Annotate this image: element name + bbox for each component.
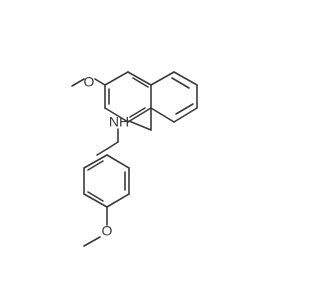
bond <box>96 148 108 156</box>
amine-label: NH <box>109 114 129 130</box>
ethyl-linker <box>96 128 119 156</box>
bond <box>104 107 129 123</box>
double-bond <box>87 191 104 202</box>
methoxy-top <box>71 78 106 87</box>
bond <box>106 141 119 150</box>
methoxy-bottom <box>83 206 108 247</box>
bond <box>83 154 108 169</box>
bond <box>83 193 108 208</box>
bond <box>106 154 130 169</box>
bond <box>71 78 85 87</box>
naphthalene-ring <box>104 71 198 123</box>
bond <box>173 107 198 123</box>
bond <box>94 78 106 86</box>
bond <box>83 236 101 247</box>
bond <box>127 107 152 123</box>
bond <box>106 193 130 208</box>
benzene-ring <box>83 154 130 208</box>
bond <box>150 107 175 123</box>
bond <box>150 71 175 86</box>
bond <box>127 71 152 86</box>
double-bond <box>87 160 104 171</box>
oxygen-label-bottom: O <box>102 223 113 239</box>
bond <box>128 120 152 131</box>
double-bond <box>129 107 146 118</box>
bond <box>173 71 198 86</box>
bond <box>104 71 129 86</box>
double-bond <box>171 77 190 89</box>
double-bond <box>132 77 149 88</box>
atom-labels: O NH O <box>84 74 130 239</box>
benzylic-linker <box>128 107 152 131</box>
double-bond <box>175 103 194 115</box>
molecule-structure: O NH O <box>71 71 198 247</box>
oxygen-label-top: O <box>84 74 95 90</box>
